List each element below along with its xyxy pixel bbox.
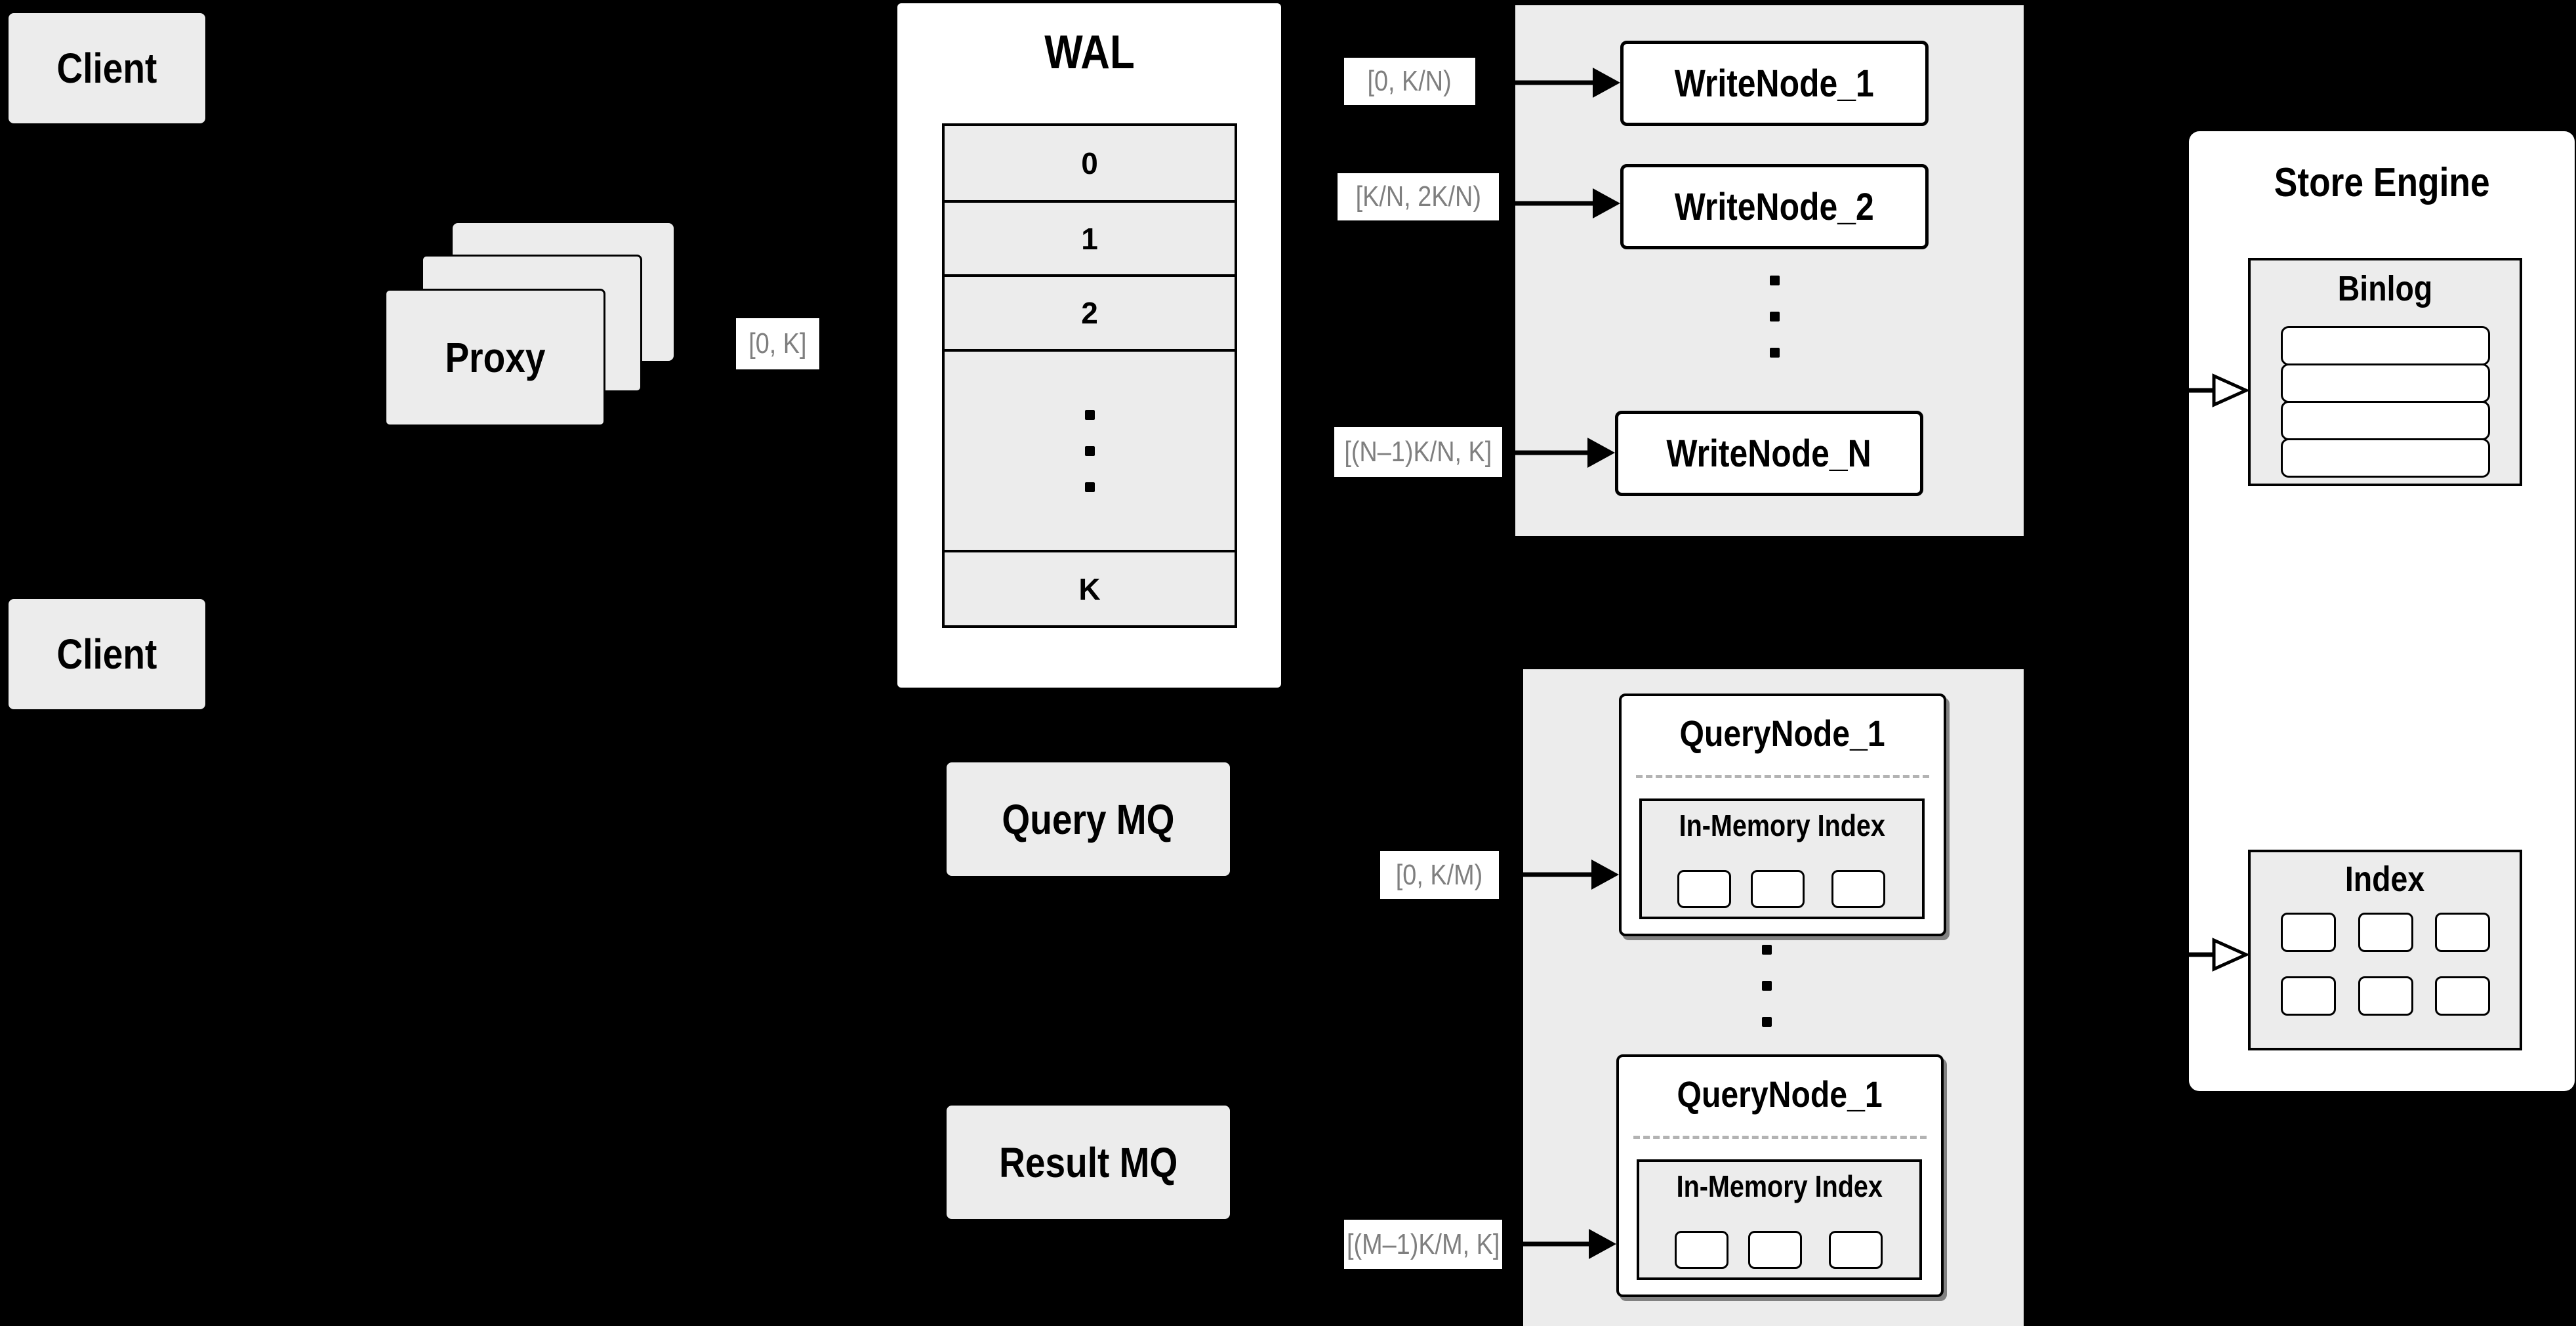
client-box-top: Client bbox=[9, 13, 205, 123]
binlog-title: Binlog bbox=[2337, 269, 2433, 308]
open-arrowhead-icon bbox=[2165, 373, 2250, 407]
index-segment bbox=[2435, 976, 2490, 1016]
range-label-write-1: [0, K/N) bbox=[1344, 58, 1475, 105]
binlog-row bbox=[2281, 326, 2490, 365]
ellipsis-icon bbox=[1084, 409, 1095, 492]
arrow-right-icon bbox=[1499, 188, 1620, 219]
index-segment bbox=[2358, 976, 2413, 1016]
dashed-divider bbox=[1633, 1136, 1927, 1139]
client-box-bottom: Client bbox=[9, 599, 205, 709]
in-memory-index-box: In-Memory Index bbox=[1639, 798, 1925, 919]
proxy-box-front: Proxy bbox=[384, 289, 605, 426]
query-node-top: QueryNode_1 In-Memory Index bbox=[1619, 694, 1946, 936]
store-engine-box: Store Engine Binlog Index bbox=[2189, 131, 2575, 1091]
wal-segment-row: 0 bbox=[945, 126, 1235, 200]
wal-segment-table: 0 1 2 K bbox=[942, 123, 1237, 628]
ellipsis-icon bbox=[1762, 945, 1772, 1027]
binlog-row bbox=[2281, 401, 2490, 440]
arrow-right-icon bbox=[1502, 1228, 1616, 1260]
client-bottom-label: Client bbox=[56, 631, 157, 678]
binlog-row bbox=[2281, 438, 2490, 478]
dashed-divider bbox=[1636, 775, 1929, 778]
wal-segment-row: 1 bbox=[945, 200, 1235, 274]
index-segment bbox=[1675, 1231, 1728, 1269]
write-node-1: WriteNode_1 bbox=[1620, 41, 1929, 126]
index-segment bbox=[1748, 1231, 1802, 1269]
open-arrowhead-icon bbox=[2165, 938, 2250, 972]
arrow-right-icon bbox=[1475, 67, 1620, 98]
index-segment bbox=[2281, 976, 2336, 1016]
index-title: Index bbox=[2345, 860, 2425, 899]
wal-title: WAL bbox=[1044, 26, 1135, 79]
index-box: Index bbox=[2248, 850, 2522, 1050]
range-label-query-1: [0, K/M) bbox=[1380, 851, 1499, 899]
index-segment bbox=[1751, 870, 1805, 908]
wal-box: WAL 0 1 2 K bbox=[897, 3, 1281, 688]
write-node-2: WriteNode_2 bbox=[1620, 164, 1929, 249]
range-label-proxy-out: [0, K] bbox=[736, 318, 819, 369]
range-label-write-n: [(N–1)K/N, K] bbox=[1334, 427, 1502, 477]
wal-ellipsis-row bbox=[945, 349, 1235, 550]
index-segment bbox=[2358, 913, 2413, 952]
query-node-top-title: QueryNode_1 bbox=[1679, 712, 1886, 754]
write-node-n: WriteNode_N bbox=[1615, 411, 1923, 496]
range-label-query-2: [(M–1)K/M, K] bbox=[1344, 1220, 1502, 1269]
binlog-rows bbox=[2281, 326, 2490, 478]
binlog-box: Binlog bbox=[2248, 258, 2522, 486]
index-segment bbox=[2435, 913, 2490, 952]
proxy-label: Proxy bbox=[445, 334, 545, 381]
query-node-bottom-title: QueryNode_1 bbox=[1677, 1073, 1883, 1115]
index-segment bbox=[1677, 870, 1731, 908]
index-segment bbox=[1829, 1231, 1883, 1269]
result-mq-box: Result MQ bbox=[947, 1106, 1230, 1219]
arrow-right-icon bbox=[1502, 437, 1615, 468]
index-segment bbox=[2281, 913, 2336, 952]
ellipsis-icon bbox=[1770, 276, 1780, 358]
wal-segment-row: 2 bbox=[945, 274, 1235, 349]
in-memory-index-title: In-Memory Index bbox=[1676, 1169, 1883, 1203]
query-node-bottom: QueryNode_1 In-Memory Index bbox=[1616, 1054, 1944, 1297]
wal-segment-row: K bbox=[945, 550, 1235, 625]
in-memory-index-title: In-Memory Index bbox=[1679, 808, 1885, 842]
store-engine-title: Store Engine bbox=[2274, 159, 2490, 205]
in-memory-index-box: In-Memory Index bbox=[1637, 1159, 1922, 1280]
binlog-row bbox=[2281, 363, 2490, 403]
index-segment bbox=[1831, 870, 1885, 908]
range-label-write-2: [K/N, 2K/N) bbox=[1338, 173, 1499, 220]
query-mq-box: Query MQ bbox=[947, 762, 1230, 876]
arrow-right-icon bbox=[1499, 859, 1619, 890]
client-top-label: Client bbox=[56, 45, 157, 92]
